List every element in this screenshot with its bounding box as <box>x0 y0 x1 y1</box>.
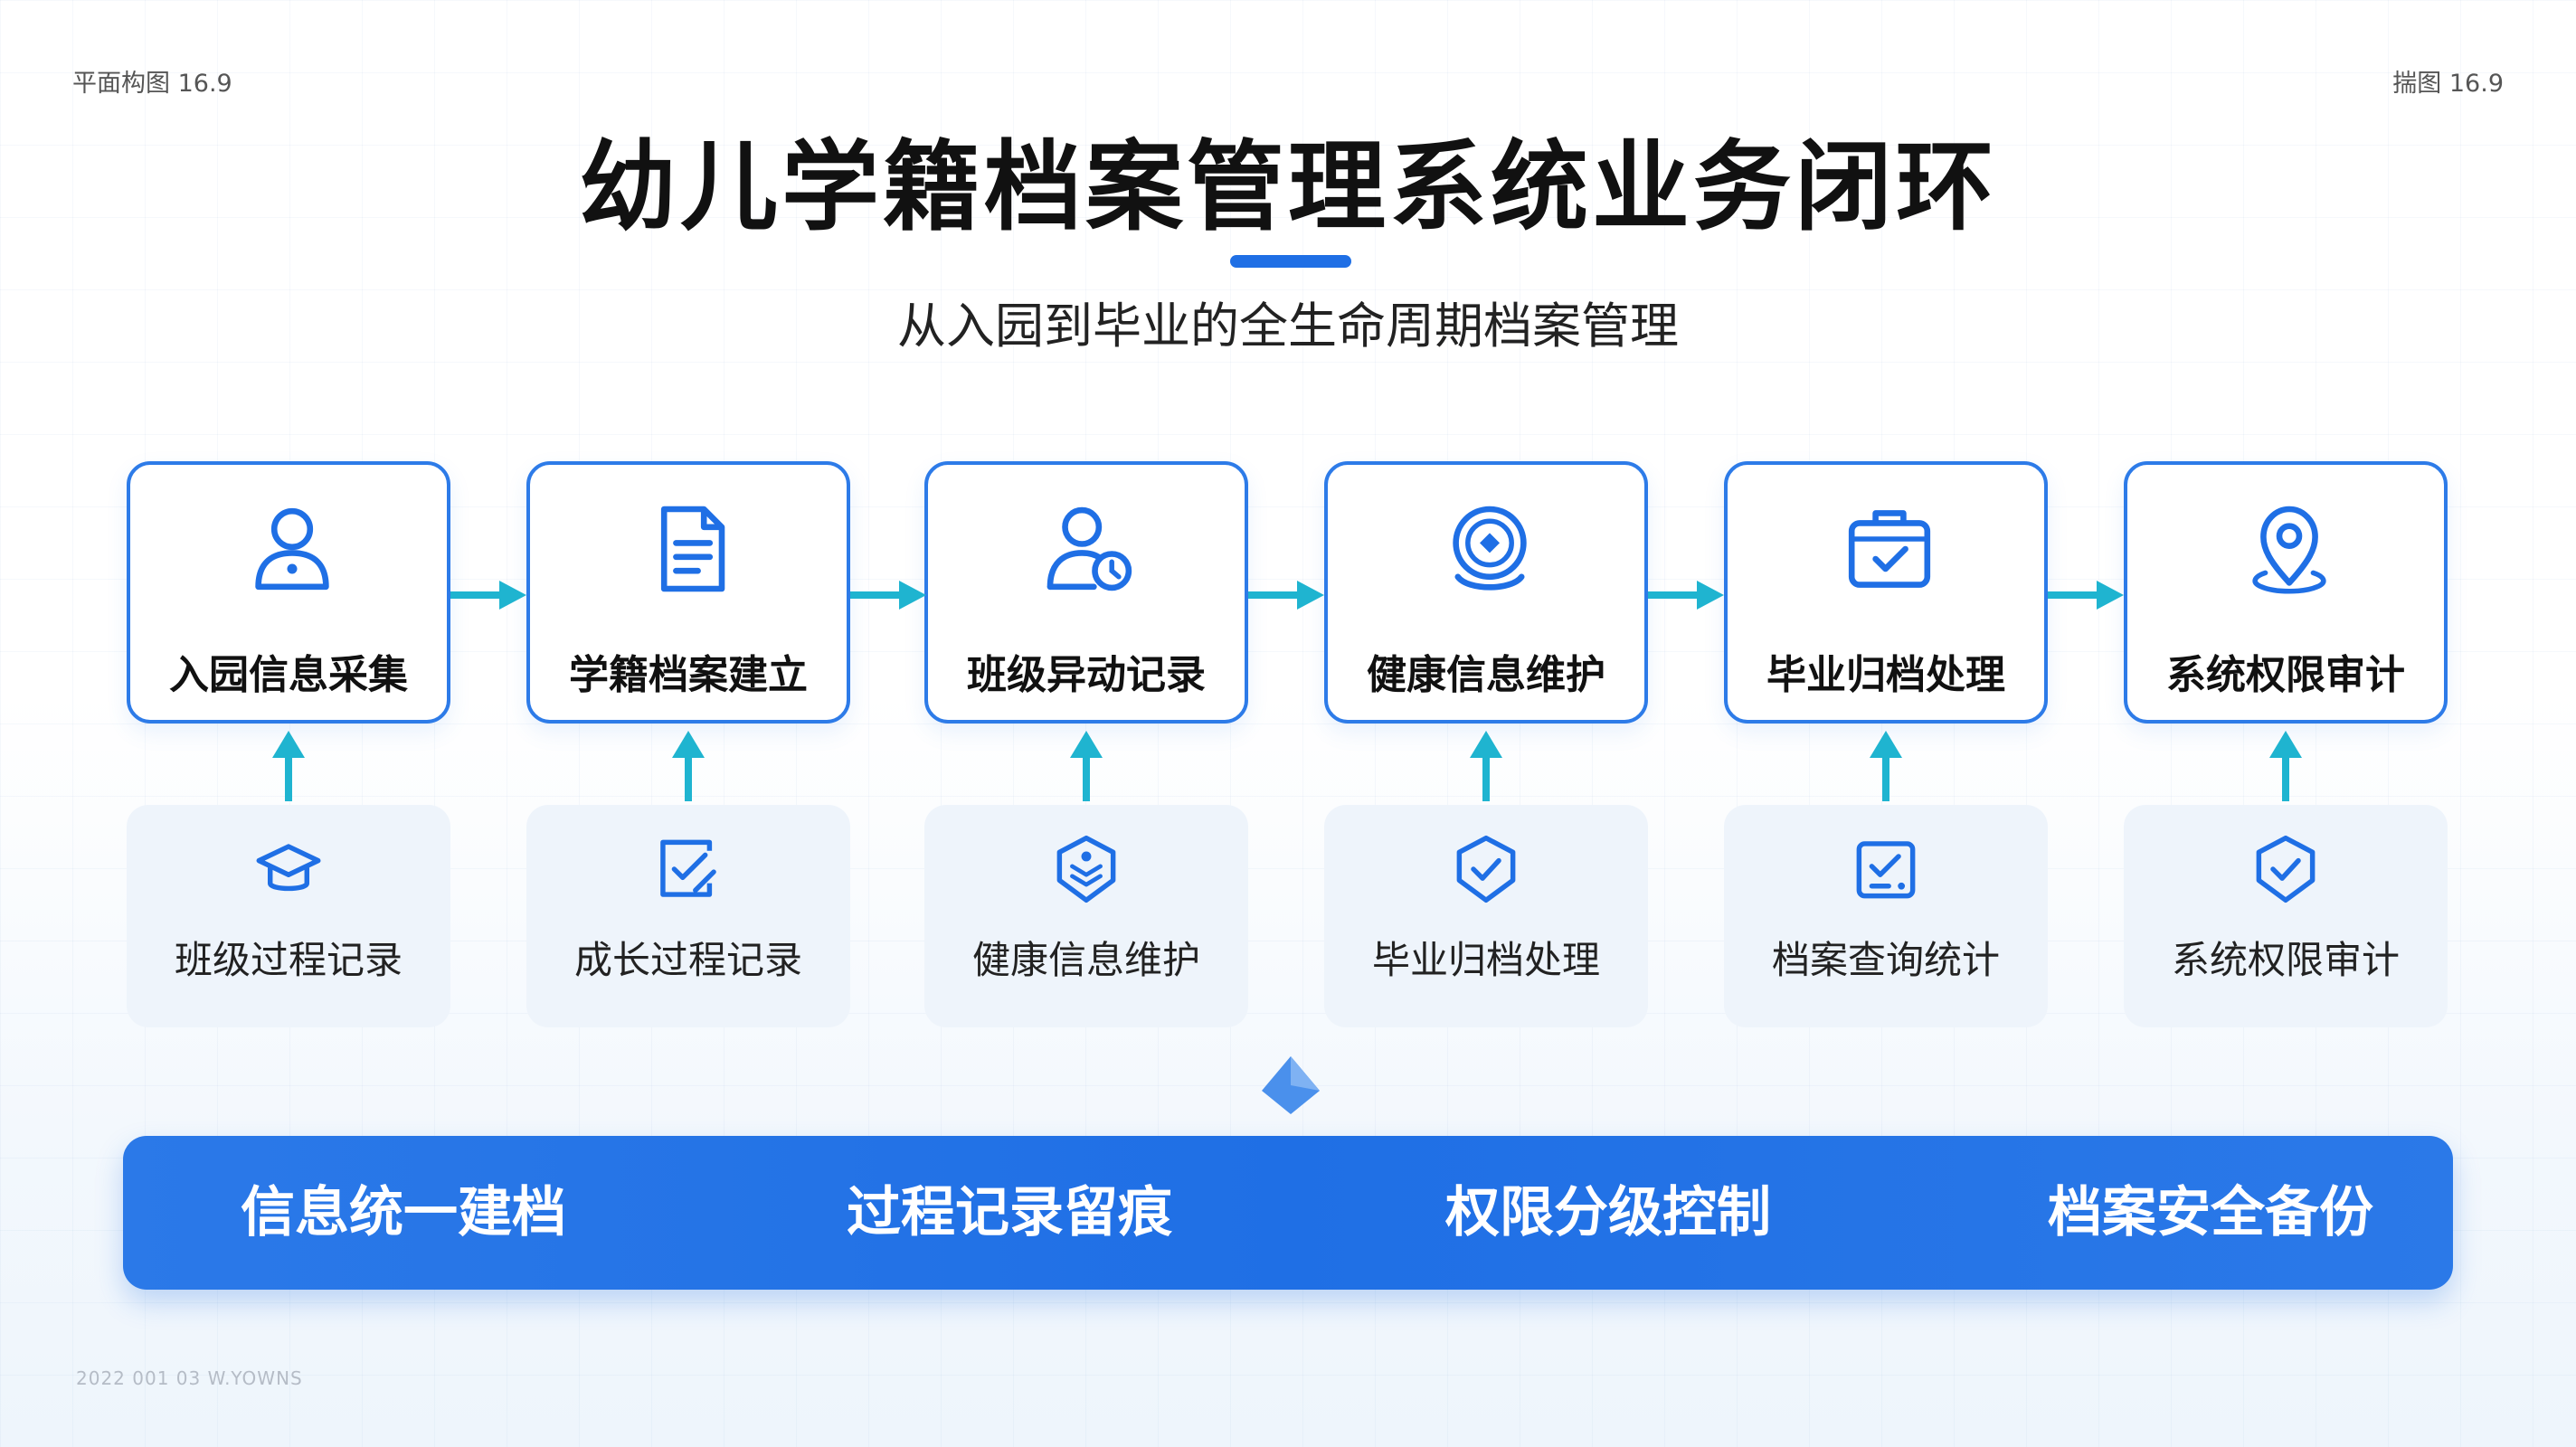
arrow-up-icon <box>272 731 305 801</box>
location-pin-icon <box>2252 506 2326 594</box>
shield-check-icon <box>2256 835 2316 903</box>
diamond-connector-icon <box>1262 1056 1320 1114</box>
sub-card-4: 毕业归档处理 <box>1324 805 1648 1027</box>
step-label: 毕业归档处理 <box>1766 652 2005 698</box>
sub-card-5: 档案查询统计 <box>1724 805 2048 1027</box>
arrow-right-icon <box>1648 581 1724 610</box>
arrow-up-icon <box>1870 731 1902 801</box>
step-label: 入园信息采集 <box>169 652 408 698</box>
sub-card-6: 系统权限审计 <box>2124 805 2448 1027</box>
step-card-1: 入园信息采集 <box>127 461 450 724</box>
banner-item: 权限分级控制 <box>1445 1181 1771 1244</box>
corner-label-left: 平面构图 16.9 <box>72 70 232 98</box>
sub-label: 成长过程记录 <box>573 938 802 982</box>
sub-label: 健康信息维护 <box>971 938 1200 982</box>
step-label: 班级异动记录 <box>967 652 1206 698</box>
arrow-up-icon <box>2269 731 2302 801</box>
sub-label: 班级过程记录 <box>174 938 402 982</box>
edit-check-icon <box>660 839 716 897</box>
corner-label-right: 揣图 16.9 <box>2392 70 2504 98</box>
arrow-up-icon <box>1470 731 1502 801</box>
sub-label: 毕业归档处理 <box>1371 938 1600 982</box>
user-clock-icon <box>1046 506 1132 591</box>
step-label: 学籍档案建立 <box>569 652 808 698</box>
page-title: 幼儿学籍档案管理系统业务闭环 <box>578 131 1997 244</box>
banner-item: 过程记录留痕 <box>847 1181 1172 1244</box>
arrow-right-icon <box>1248 581 1324 610</box>
layers-shield-icon <box>1056 835 1116 903</box>
step-card-6: 系统权限审计 <box>2124 461 2448 724</box>
step-card-2: 学籍档案建立 <box>526 461 850 724</box>
sub-card-3: 健康信息维护 <box>924 805 1248 1027</box>
shield-check-icon <box>1456 835 1516 903</box>
arrow-right-icon <box>450 581 526 610</box>
page-subtitle: 从入园到毕业的全生命周期档案管理 <box>897 298 1679 355</box>
user-icon <box>255 507 329 591</box>
footer-note: 2022 001 03 W.YOWNS <box>76 1367 303 1389</box>
sub-label: 系统权限审计 <box>2171 938 2400 982</box>
step-card-4: 健康信息维护 <box>1324 461 1648 724</box>
banner-item: 档案安全备份 <box>2048 1181 2373 1244</box>
step-label: 系统权限审计 <box>2166 652 2405 698</box>
sub-card-2: 成长过程记录 <box>526 805 850 1027</box>
arrow-up-icon <box>672 731 705 801</box>
briefcase-check-icon <box>1848 510 1931 588</box>
arrow-right-icon <box>850 581 926 610</box>
step-label: 健康信息维护 <box>1367 652 1605 698</box>
step-card-5: 毕业归档处理 <box>1724 461 2048 724</box>
arrow-right-icon <box>2048 581 2124 610</box>
title-underline <box>1230 255 1351 268</box>
health-badge-icon <box>1453 506 1527 591</box>
banner-item: 信息统一建档 <box>241 1181 566 1244</box>
feature-banner: 信息统一建档 过程记录留痕 权限分级控制 档案安全备份 <box>123 1136 2453 1290</box>
sub-label: 档案查询统计 <box>1771 938 2000 982</box>
document-icon <box>660 506 725 592</box>
step-card-3: 班级异动记录 <box>924 461 1248 724</box>
calendar-check-icon <box>1856 841 1916 899</box>
graduation-cap-icon <box>256 844 321 892</box>
sub-card-1: 班级过程记录 <box>127 805 450 1027</box>
arrow-up-icon <box>1070 731 1103 801</box>
